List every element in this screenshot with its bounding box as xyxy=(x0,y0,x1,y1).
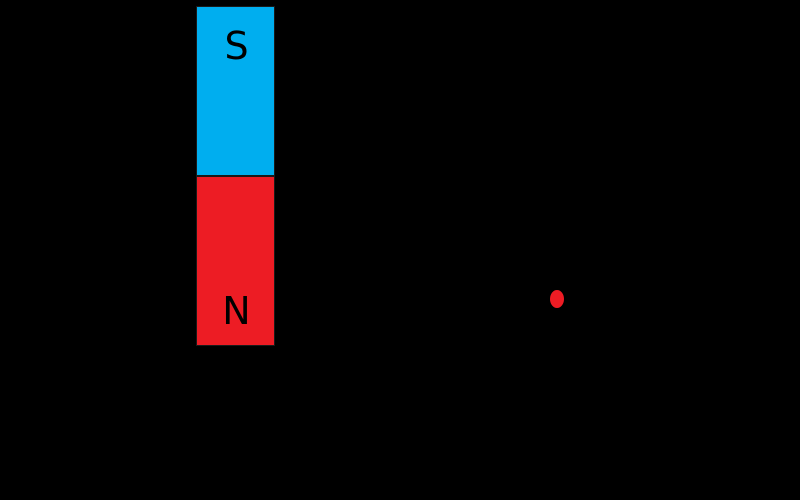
north-pole: N xyxy=(196,176,275,346)
south-pole-label: S xyxy=(224,24,249,68)
north-pole-label: N xyxy=(222,289,251,333)
south-pole: S xyxy=(196,6,275,176)
field-point-dot xyxy=(550,290,564,308)
bar-magnet: S N xyxy=(196,6,275,346)
